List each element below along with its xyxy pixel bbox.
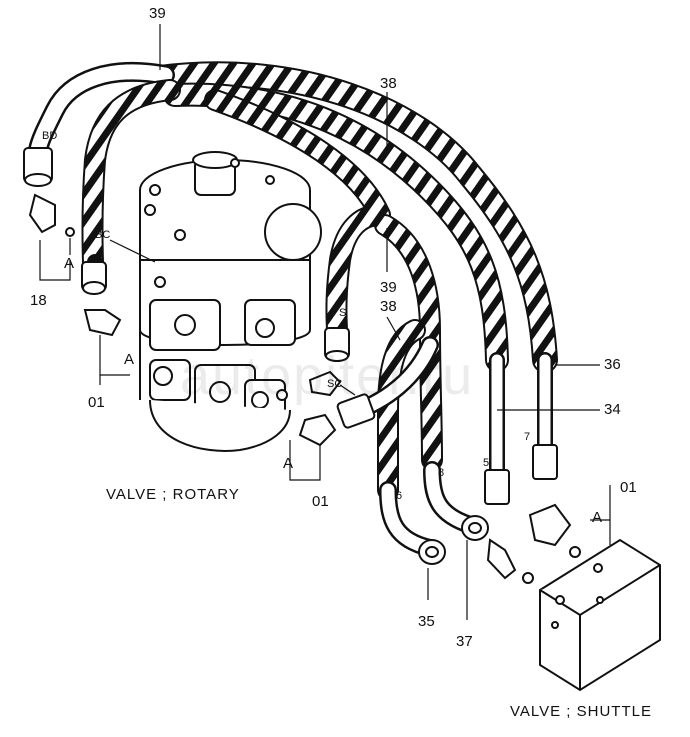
callout-36: 36 [604, 356, 621, 373]
label-a-2: A [124, 351, 135, 368]
hose-bundle [28, 61, 558, 501]
callout-38-top: 38 [380, 75, 397, 92]
label-a-4: A [592, 509, 603, 526]
port-bc: BC [95, 229, 111, 241]
elbow-fittings [28, 193, 581, 584]
callout-01-right: 01 [620, 479, 637, 496]
hose-label-7: 7 [524, 431, 531, 443]
callout-01-left: 01 [88, 394, 105, 411]
label-a-1: A [64, 255, 75, 272]
watermark: autopiter.ru [180, 346, 475, 406]
hose-fittings [23, 147, 558, 565]
hose-label-5: 5 [483, 457, 490, 469]
callout-01-mid: 01 [312, 493, 329, 510]
callout-37: 37 [456, 633, 473, 650]
leader-lines [39, 24, 611, 620]
hose-label-6: 6 [396, 490, 403, 502]
port-bd: BD [42, 130, 58, 142]
caption-shuttle-valve: VALVE ; SHUTTLE [510, 703, 652, 720]
caption-rotary-valve: VALVE ; ROTARY [106, 486, 240, 503]
callout-38-mid: 38 [380, 298, 397, 315]
port-s: S [339, 307, 347, 319]
callout-39-mid: 39 [380, 279, 397, 296]
callout-39-top: 39 [149, 5, 166, 22]
label-a-3: A [283, 455, 294, 472]
shuttle-valve [539, 538, 661, 692]
callout-18: 18 [30, 292, 47, 309]
port-sc: SC [327, 378, 343, 390]
callout-34: 34 [604, 401, 621, 418]
hose-label-8: 8 [438, 467, 445, 479]
callout-35: 35 [418, 613, 435, 630]
rotary-valve [139, 151, 322, 452]
